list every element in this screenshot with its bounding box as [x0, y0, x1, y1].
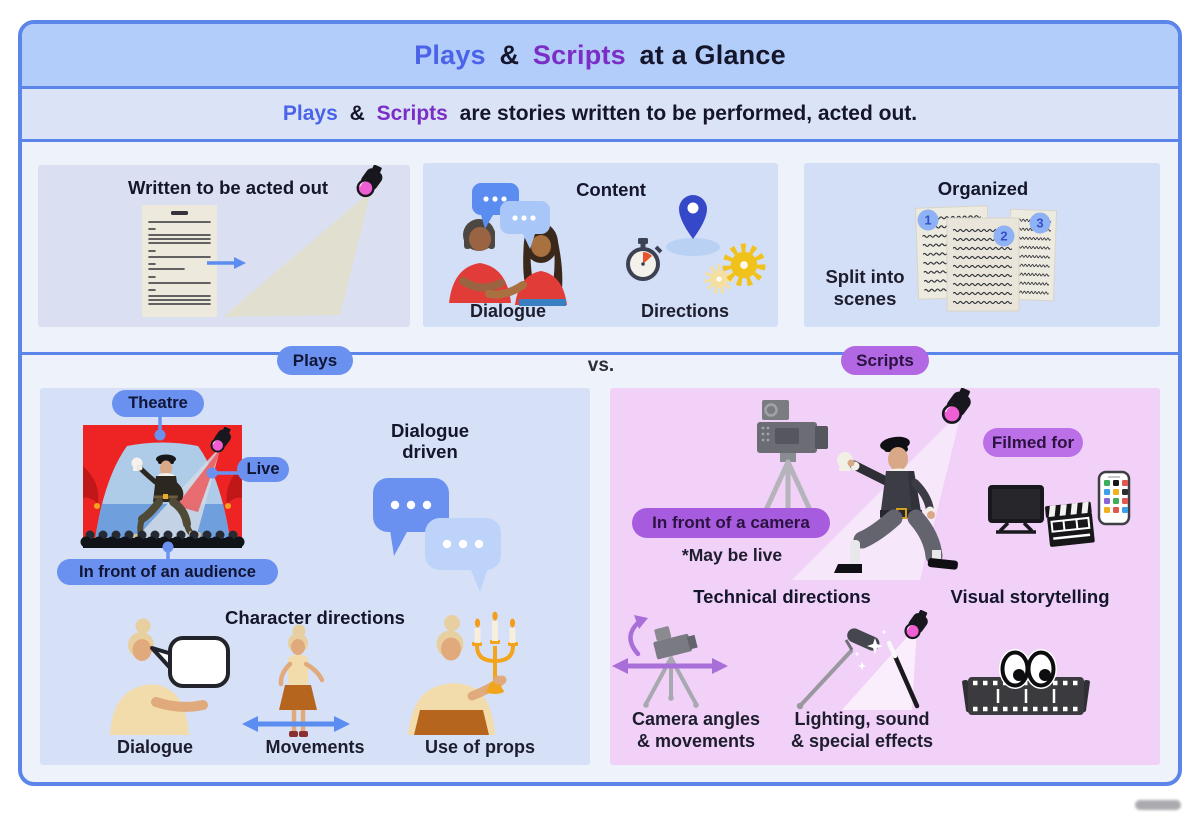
audience-pill: In front of an audience [57, 559, 278, 585]
acted-out-title: Written to be acted out [127, 177, 329, 198]
scripts-illustrations [612, 388, 1131, 715]
clapperboard-icon [1045, 501, 1095, 547]
scene-number-3: 3 [1036, 216, 1043, 231]
arrow-right-icon [207, 257, 246, 269]
dialogue-driven-heading: Dialogue driven [390, 420, 470, 463]
may-be-live-note: *May be live [681, 545, 783, 565]
title-scripts: Scripts [532, 39, 626, 70]
video-camera-icon [757, 400, 828, 524]
subtitle-amp: & [349, 102, 365, 125]
page-title: Plays & Scripts at a Glance [411, 40, 789, 71]
panel-written-to-be-acted-out: Written to be acted out [38, 165, 410, 327]
plays-panel: Theatre Live In front of an audience Dia… [40, 388, 590, 765]
props-character [408, 611, 518, 735]
plays-illustrations [80, 402, 518, 737]
tv-icon [988, 485, 1044, 534]
character-directions-heading: Character directions [225, 607, 405, 628]
smartphone-icon [1097, 470, 1131, 526]
content-title: Content [576, 179, 646, 200]
dialogue-label: Dialogue [116, 737, 193, 757]
vs-label: vs. [587, 355, 615, 376]
movements-label: Movements [265, 737, 365, 757]
filmed-for-pill: Filmed for [983, 428, 1083, 457]
title-rest: at a Glance [639, 39, 786, 70]
spotlight-beam [223, 191, 371, 317]
lighting-caption: Lighting, sound & special effects [790, 709, 934, 751]
candelabra-icon [472, 611, 518, 694]
section-divider [22, 352, 1178, 355]
content-illustration [449, 183, 778, 306]
dialogue-bubbles-icon [373, 478, 501, 592]
title-plays: Plays [414, 39, 486, 70]
speech-bubbles-icon [472, 183, 550, 249]
scene-number-badges: 1 2 3 [917, 209, 1051, 247]
camera-angles-caption: Camera angles & movements [631, 709, 761, 751]
script-pages-illustration [914, 205, 1058, 312]
script-document-icon [142, 205, 217, 317]
visual-storytelling-heading: Visual storytelling [950, 586, 1110, 607]
plays-pill: Plays [277, 346, 353, 375]
actor-illustration [834, 436, 958, 573]
organized-title: Organized [937, 178, 1029, 199]
content-directions-label: Directions [640, 301, 730, 321]
movements-character [242, 624, 350, 737]
split-into-scenes-label: Split into scenes [825, 266, 905, 310]
subtitle-plays: Plays [282, 102, 338, 125]
audience-silhouettes [80, 530, 245, 548]
map-pin-icon [666, 195, 720, 256]
film-strip-eyes-icon [962, 649, 1090, 715]
scripts-pill: Scripts [841, 346, 929, 375]
technical-directions-heading: Technical directions [693, 586, 871, 607]
subtitle-scripts: Scripts [376, 102, 448, 125]
live-pill: Live [237, 457, 289, 482]
content-dialogue-label: Dialogue [469, 301, 546, 321]
dialogue-character [110, 618, 230, 735]
subtitle-band: Plays & Scripts are stories written to b… [22, 89, 1178, 142]
in-front-of-camera-pill: In front of a camera [632, 508, 830, 538]
gears-icon [707, 248, 761, 291]
subtitle: Plays & Scripts are stories written to b… [280, 102, 920, 126]
theatre-stage-illustration [80, 425, 245, 548]
organized-illustration: 1 2 3 [914, 205, 1058, 312]
talking-people-illustration [449, 219, 567, 306]
theatre-pill: Theatre [112, 390, 204, 417]
lighting-sound-effects-icon [796, 610, 931, 710]
subtitle-rest: are stories written to be performed, act… [459, 102, 918, 125]
scene-number-2: 2 [1000, 229, 1007, 244]
acted-out-illustration [142, 165, 386, 317]
scripts-panel: Filmed for In front of a camera *May be … [610, 388, 1160, 765]
header-band: Plays & Scripts at a Glance [22, 24, 1178, 89]
watermark-logo [1135, 800, 1181, 810]
camera-angles-icon [612, 615, 728, 708]
props-label: Use of props [424, 737, 535, 757]
movement-arrow-icon [242, 716, 350, 732]
panel-content: Content Dialogue Directions [423, 163, 778, 327]
panel-organized: 1 2 3 Organized Split into scenes [804, 163, 1160, 327]
stopwatch-icon [626, 238, 663, 281]
spotlight-icon [941, 388, 975, 424]
title-amp: & [499, 39, 520, 70]
infographic-card: Plays & Scripts at a Glance Plays & Scri… [18, 20, 1182, 786]
scene-number-1: 1 [924, 213, 931, 228]
